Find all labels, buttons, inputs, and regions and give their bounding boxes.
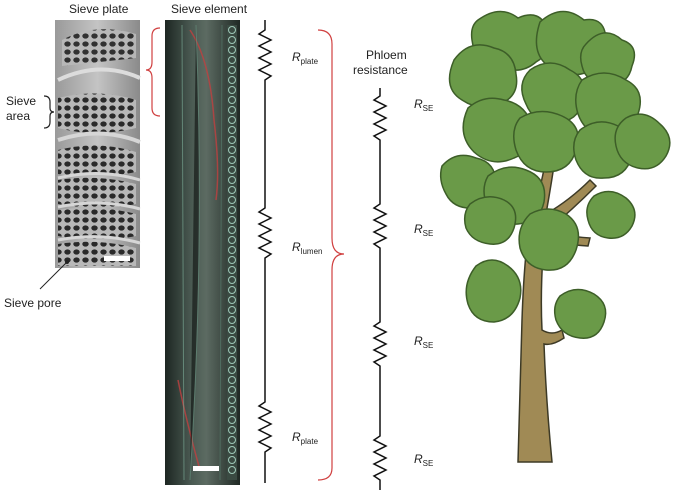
wall-bead xyxy=(228,386,236,394)
wall-bead xyxy=(228,316,236,324)
element-resistor-chain xyxy=(257,20,273,483)
wall-bead xyxy=(228,436,236,444)
r-lumen-label: Rlumen xyxy=(292,240,323,256)
wall-bead xyxy=(228,36,236,44)
wall-bead xyxy=(228,356,236,364)
element-bracket xyxy=(317,29,345,481)
sieve-area-label-line1: Sieve xyxy=(6,94,37,108)
wall-bead xyxy=(228,256,236,264)
wall-bead xyxy=(228,276,236,284)
r-se-label-2: RSE xyxy=(414,222,434,238)
scale-bar-plate xyxy=(104,256,130,261)
wall-bead xyxy=(228,46,236,54)
wall-beads xyxy=(227,25,237,480)
wall-bead xyxy=(228,346,236,354)
wall-bead xyxy=(228,266,236,274)
r-se-label-1: RSE xyxy=(414,97,434,113)
wall-bead xyxy=(228,446,236,454)
tree-canopy xyxy=(439,10,671,339)
wall-bead xyxy=(228,196,236,204)
wall-bead xyxy=(228,96,236,104)
sieve-element-micrograph xyxy=(165,20,240,485)
wall-bead xyxy=(228,86,236,94)
phloem-resistor-chain xyxy=(372,88,388,490)
wall-bead xyxy=(228,76,236,84)
wall-bead xyxy=(228,226,236,234)
wall-bead xyxy=(228,66,236,74)
scale-bar-element xyxy=(193,466,219,471)
wall-bead xyxy=(228,156,236,164)
sieve-area-label-line2: area xyxy=(6,109,31,123)
wall-bead xyxy=(228,166,236,174)
wall-bead xyxy=(228,326,236,334)
phloem-label-line2: resistance xyxy=(353,63,408,77)
wall-bead xyxy=(228,366,236,374)
wall-bead xyxy=(228,246,236,254)
wall-bead xyxy=(228,136,236,144)
wall-bead xyxy=(228,416,236,424)
wall-bead xyxy=(228,336,236,344)
r-plate-top-label: Rplate xyxy=(292,50,319,66)
r-plate-bottom-label: Rplate xyxy=(292,430,319,446)
wall-bead xyxy=(228,186,236,194)
wall-bead xyxy=(228,466,236,474)
wall-bead xyxy=(228,216,236,224)
tree-illustration xyxy=(439,10,671,463)
wall-bead xyxy=(228,426,236,434)
wall-bead xyxy=(228,106,236,114)
wall-bead xyxy=(228,236,236,244)
plate-bracket xyxy=(145,27,161,117)
wall-bead xyxy=(228,56,236,64)
wall-bead xyxy=(228,26,236,34)
wall-bead xyxy=(228,406,236,414)
r-se-label-3: RSE xyxy=(414,334,434,350)
wall-bead xyxy=(228,306,236,314)
wall-bead xyxy=(228,126,236,134)
wall-bead xyxy=(228,286,236,294)
wall-bead xyxy=(228,396,236,404)
wall-bead xyxy=(228,296,236,304)
sieve-area-bracket xyxy=(43,95,55,129)
sieve-element-label: Sieve element xyxy=(171,2,248,16)
wall-bead xyxy=(228,176,236,184)
wall-bead xyxy=(228,206,236,214)
r-se-label-4: RSE xyxy=(414,452,434,468)
sieve-pore-pointer xyxy=(39,261,68,290)
sieve-plate-micrograph xyxy=(55,20,141,268)
sieve-plate-label: Sieve plate xyxy=(69,2,129,16)
wall-bead xyxy=(228,116,236,124)
sieve-pore-label: Sieve pore xyxy=(4,296,62,310)
phloem-label-line1: Phloem xyxy=(366,48,407,62)
wall-bead xyxy=(228,376,236,384)
wall-bead xyxy=(228,146,236,154)
wall-bead xyxy=(228,456,236,464)
